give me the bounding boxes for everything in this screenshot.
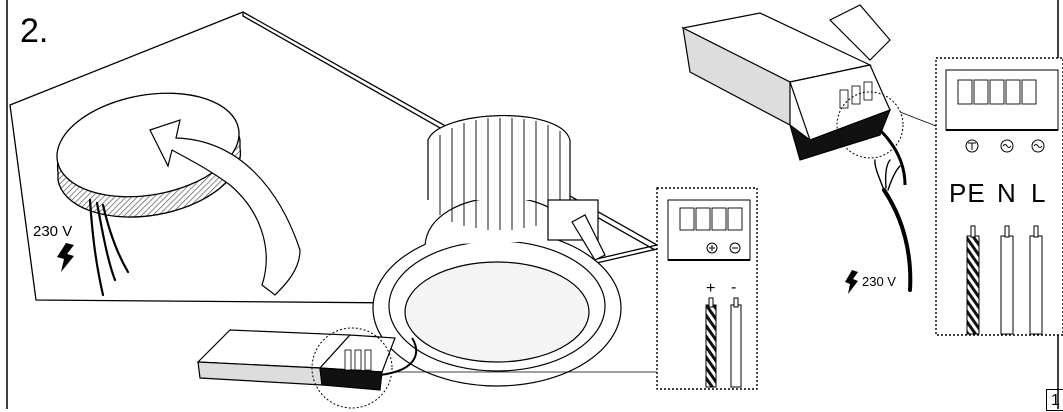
downlight	[372, 115, 622, 387]
wire-label-pe: PE	[949, 178, 986, 208]
supply-cable-ceiling	[88, 198, 130, 297]
voltage-label: 230 V	[862, 274, 896, 289]
wire-label-l: L	[1031, 178, 1046, 208]
minus-terminal-icon	[729, 242, 741, 254]
detail-box-output	[656, 187, 758, 390]
page-number: 1	[1046, 389, 1063, 411]
wire-label-n: N	[997, 178, 1016, 208]
detail-marker-lower	[311, 327, 393, 409]
polarity-plus-label: +	[706, 280, 716, 297]
detail-box-mains	[935, 57, 1063, 336]
led-driver-lower	[196, 329, 418, 391]
polarity-minus-label: -	[731, 279, 737, 296]
detail-marker-upper	[836, 91, 904, 159]
earth-terminal-icon	[965, 139, 979, 153]
ceiling-cutout	[56, 92, 242, 218]
ac-terminal-icon	[1031, 139, 1045, 153]
lightning-icon	[845, 270, 858, 294]
leader-upper	[899, 111, 937, 127]
plus-terminal-icon	[706, 242, 718, 254]
led-driver-upper	[681, 4, 907, 186]
output-wires	[705, 297, 742, 388]
mains-wires	[966, 225, 1043, 335]
lightning-icon	[57, 243, 74, 272]
ac-terminal-icon	[1000, 139, 1014, 153]
insert-arrow	[149, 119, 301, 296]
step-number: 2.	[20, 12, 49, 50]
voltage-label: 230 V	[33, 223, 73, 240]
supply-cable-right	[874, 159, 913, 292]
